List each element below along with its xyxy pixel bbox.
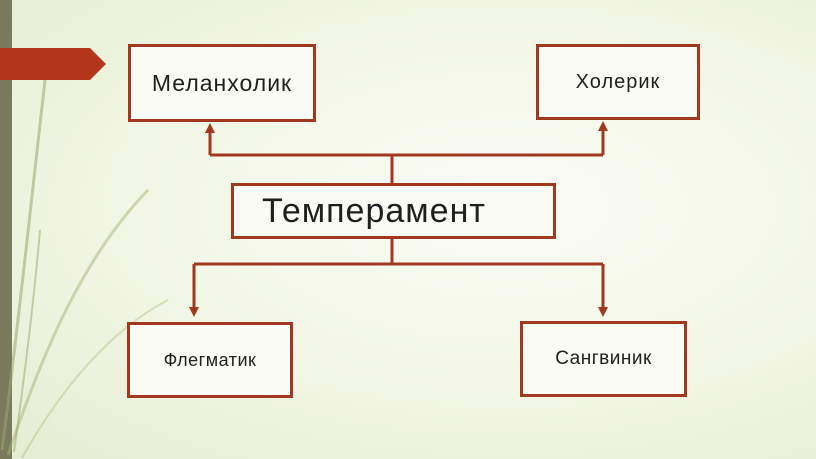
node-temperament-root: Темперамент — [231, 183, 556, 239]
node-melancholic-label: Меланхолик — [151, 69, 293, 96]
node-phlegmatic: Флегматик — [127, 322, 293, 398]
node-sanguine: Сангвиник — [520, 321, 687, 397]
red-arrow-decoration — [0, 48, 106, 80]
node-choleric-label: Холерик — [575, 70, 661, 93]
node-choleric: Холерик — [536, 44, 700, 120]
node-sanguine-label: Сангвиник — [555, 348, 652, 369]
grass-stroke-decoration — [0, 71, 169, 459]
node-melancholic: Меланхолик — [128, 44, 316, 122]
node-phlegmatic-label: Флегматик — [163, 349, 257, 370]
node-temperament-label: Темперамент — [262, 191, 486, 230]
left-decorative-bar — [0, 0, 12, 459]
